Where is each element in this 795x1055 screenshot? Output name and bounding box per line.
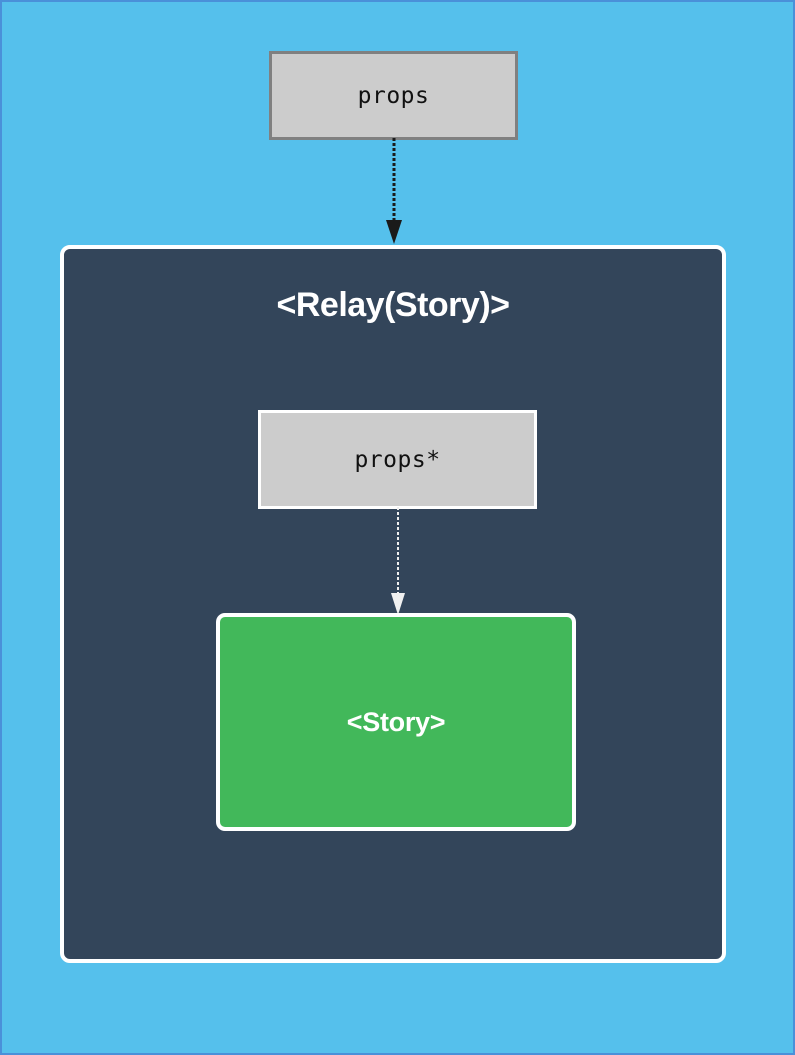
edge-inner-props-to-story-arrowhead: [391, 593, 405, 615]
node-relay-container-label: <Relay(Story)>: [276, 286, 511, 324]
node-props-outer[interactable]: props: [269, 51, 518, 140]
node-story-label: <Story>: [346, 706, 446, 737]
node-relay-container[interactable]: <Relay(Story)> props* <Story>: [60, 245, 726, 963]
edge-inner-props-to-story: [391, 507, 405, 615]
node-story[interactable]: <Story>: [216, 613, 576, 831]
node-props-outer-label: props: [357, 82, 430, 109]
edge-props-to-relay-arrowhead: [386, 220, 402, 244]
edge-props-to-relay: [386, 138, 402, 244]
node-props-inner[interactable]: props*: [258, 410, 537, 509]
node-props-inner-label: props*: [354, 446, 441, 473]
